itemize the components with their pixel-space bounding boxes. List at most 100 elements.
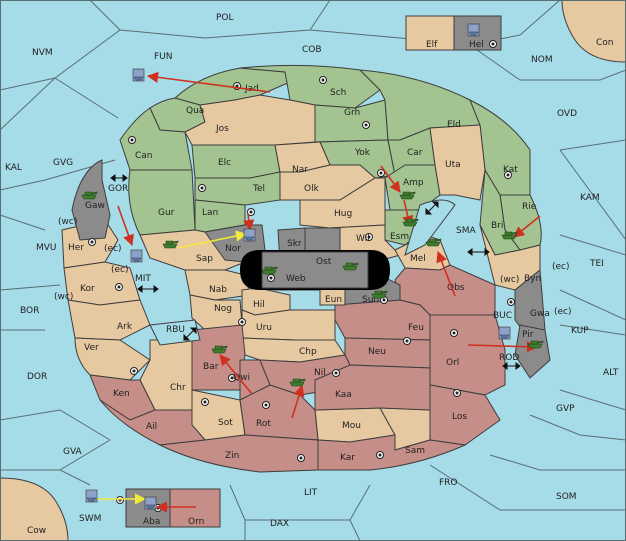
- label-bar[interactable]: Bar: [203, 362, 219, 372]
- label-ec2[interactable]: (ec): [552, 262, 570, 272]
- label-sch[interactable]: Sch: [330, 88, 346, 98]
- label-nab[interactable]: Nab: [209, 285, 227, 295]
- region-con[interactable]: [561, 0, 626, 63]
- region-orl[interactable]: [429, 314, 506, 396]
- label-obs[interactable]: Obs: [447, 283, 465, 293]
- sea-label-sma[interactable]: SMA: [456, 226, 476, 236]
- region-elc[interactable]: [191, 144, 281, 179]
- label-aba[interactable]: Aba: [143, 517, 160, 527]
- tank-icon[interactable]: [289, 378, 306, 387]
- label-chr[interactable]: Chr: [170, 383, 186, 393]
- sea-label-bor[interactable]: BOR: [20, 306, 39, 316]
- label-uta[interactable]: Uta: [445, 160, 461, 170]
- sea-label-gor[interactable]: GOR: [108, 184, 128, 194]
- sea-label-pol[interactable]: POL: [216, 13, 234, 23]
- region-orn[interactable]: [169, 488, 221, 528]
- tank-icon[interactable]: [371, 290, 388, 299]
- label-web[interactable]: Web: [286, 274, 306, 284]
- ship-icon[interactable]: [498, 326, 511, 340]
- label-sap[interactable]: Sap: [196, 254, 213, 264]
- sea-label-kal[interactable]: KAL: [5, 163, 22, 173]
- label-byn[interactable]: Byn: [524, 274, 541, 284]
- sea-label-som[interactable]: SOM: [556, 492, 577, 502]
- region-cow[interactable]: [0, 477, 69, 541]
- sea-label-mvu[interactable]: MVU: [36, 243, 57, 253]
- label-feu[interactable]: Feu: [408, 323, 424, 333]
- label-ec1[interactable]: (ec): [104, 244, 122, 254]
- tank-icon[interactable]: [402, 218, 419, 227]
- sea-label-gvp[interactable]: GVP: [556, 404, 575, 414]
- tank-icon[interactable]: [501, 231, 518, 240]
- ship-icon[interactable]: [130, 249, 143, 263]
- label-gur[interactable]: Gur: [158, 208, 175, 218]
- region-kar[interactable]: [317, 434, 467, 471]
- region-neu[interactable]: [344, 337, 431, 369]
- label-rie[interactable]: Rie: [522, 202, 537, 212]
- region-uta[interactable]: [429, 124, 486, 201]
- label-ost[interactable]: Ost: [316, 257, 332, 267]
- label-kaa[interactable]: Kaa: [335, 390, 352, 400]
- label-nil[interactable]: Nil: [314, 368, 326, 378]
- label-hel[interactable]: Hel: [469, 40, 484, 50]
- label-car[interactable]: Car: [407, 148, 423, 158]
- label-gwa[interactable]: Gwa: [530, 309, 550, 319]
- label-yok[interactable]: Yok: [354, 148, 371, 158]
- label-hug[interactable]: Hug: [334, 209, 352, 219]
- label-kor[interactable]: Kor: [80, 284, 95, 294]
- label-orn[interactable]: Orn: [188, 517, 204, 527]
- label-nog[interactable]: Nog: [214, 304, 232, 314]
- region-hug[interactable]: [299, 177, 386, 229]
- sea-label-cow[interactable]: Cow: [27, 526, 46, 536]
- sea-label-rod[interactable]: ROD: [499, 353, 519, 363]
- label-ken[interactable]: Ken: [113, 389, 130, 399]
- label-bri[interactable]: Bri: [491, 221, 503, 231]
- label-mou[interactable]: Mou: [342, 421, 361, 431]
- sea-label-gva[interactable]: GVA: [63, 447, 83, 457]
- label-amp[interactable]: Amp: [403, 178, 424, 188]
- label-eun[interactable]: Eun: [325, 295, 342, 305]
- label-ark[interactable]: Ark: [117, 322, 133, 332]
- label-wc1[interactable]: (wc): [58, 217, 77, 227]
- tank-icon[interactable]: [527, 340, 544, 349]
- label-neu[interactable]: Neu: [368, 347, 386, 357]
- tank-icon[interactable]: [425, 238, 442, 247]
- label-zin[interactable]: Zin: [225, 451, 239, 461]
- label-sam[interactable]: Sam: [405, 446, 425, 456]
- label-sun[interactable]: Sun: [362, 295, 379, 305]
- label-eld[interactable]: Eld: [447, 120, 461, 130]
- label-grh[interactable]: Grh: [344, 108, 360, 118]
- label-hil[interactable]: Hil: [253, 300, 265, 310]
- region-gaw[interactable]: [71, 159, 111, 241]
- region-elf[interactable]: [405, 15, 455, 51]
- sea-label-dor[interactable]: DOR: [27, 372, 47, 382]
- label-can[interactable]: Can: [135, 151, 153, 161]
- tank-icon[interactable]: [81, 191, 98, 200]
- region-kor[interactable]: [63, 261, 141, 306]
- label-wil[interactable]: Wil: [356, 234, 370, 244]
- sea-label-dax[interactable]: DAX: [270, 519, 289, 529]
- label-ec4[interactable]: (ec): [554, 307, 572, 317]
- sea-label-nvm[interactable]: NVM: [32, 48, 53, 58]
- label-chp[interactable]: Chp: [299, 347, 317, 357]
- tank-icon[interactable]: [211, 345, 228, 354]
- label-ail[interactable]: Ail: [146, 422, 157, 432]
- region-byn[interactable]: [479, 224, 541, 291]
- sea-label-fro[interactable]: FRO: [439, 478, 458, 488]
- label-her[interactable]: Her: [68, 243, 84, 253]
- ship-icon[interactable]: [467, 23, 480, 37]
- label-esm[interactable]: Esm: [390, 232, 409, 242]
- sea-label-rbu[interactable]: RBU: [166, 325, 185, 335]
- label-kar[interactable]: Kar: [340, 453, 355, 463]
- label-elc[interactable]: Elc: [218, 158, 231, 168]
- label-uru[interactable]: Uru: [256, 323, 272, 333]
- tank-icon[interactable]: [261, 266, 278, 275]
- label-olk[interactable]: Olk: [304, 184, 320, 194]
- label-nar[interactable]: Nar: [292, 165, 308, 175]
- tank-icon[interactable]: [162, 240, 179, 249]
- sea-label-swm[interactable]: SWM: [79, 514, 101, 524]
- ship-icon[interactable]: [85, 489, 98, 503]
- label-orl[interactable]: Orl: [446, 358, 459, 368]
- label-rot[interactable]: Rot: [256, 419, 271, 429]
- sea-label-lit[interactable]: LIT: [304, 488, 318, 498]
- sea-label-buc[interactable]: BUC: [493, 311, 512, 321]
